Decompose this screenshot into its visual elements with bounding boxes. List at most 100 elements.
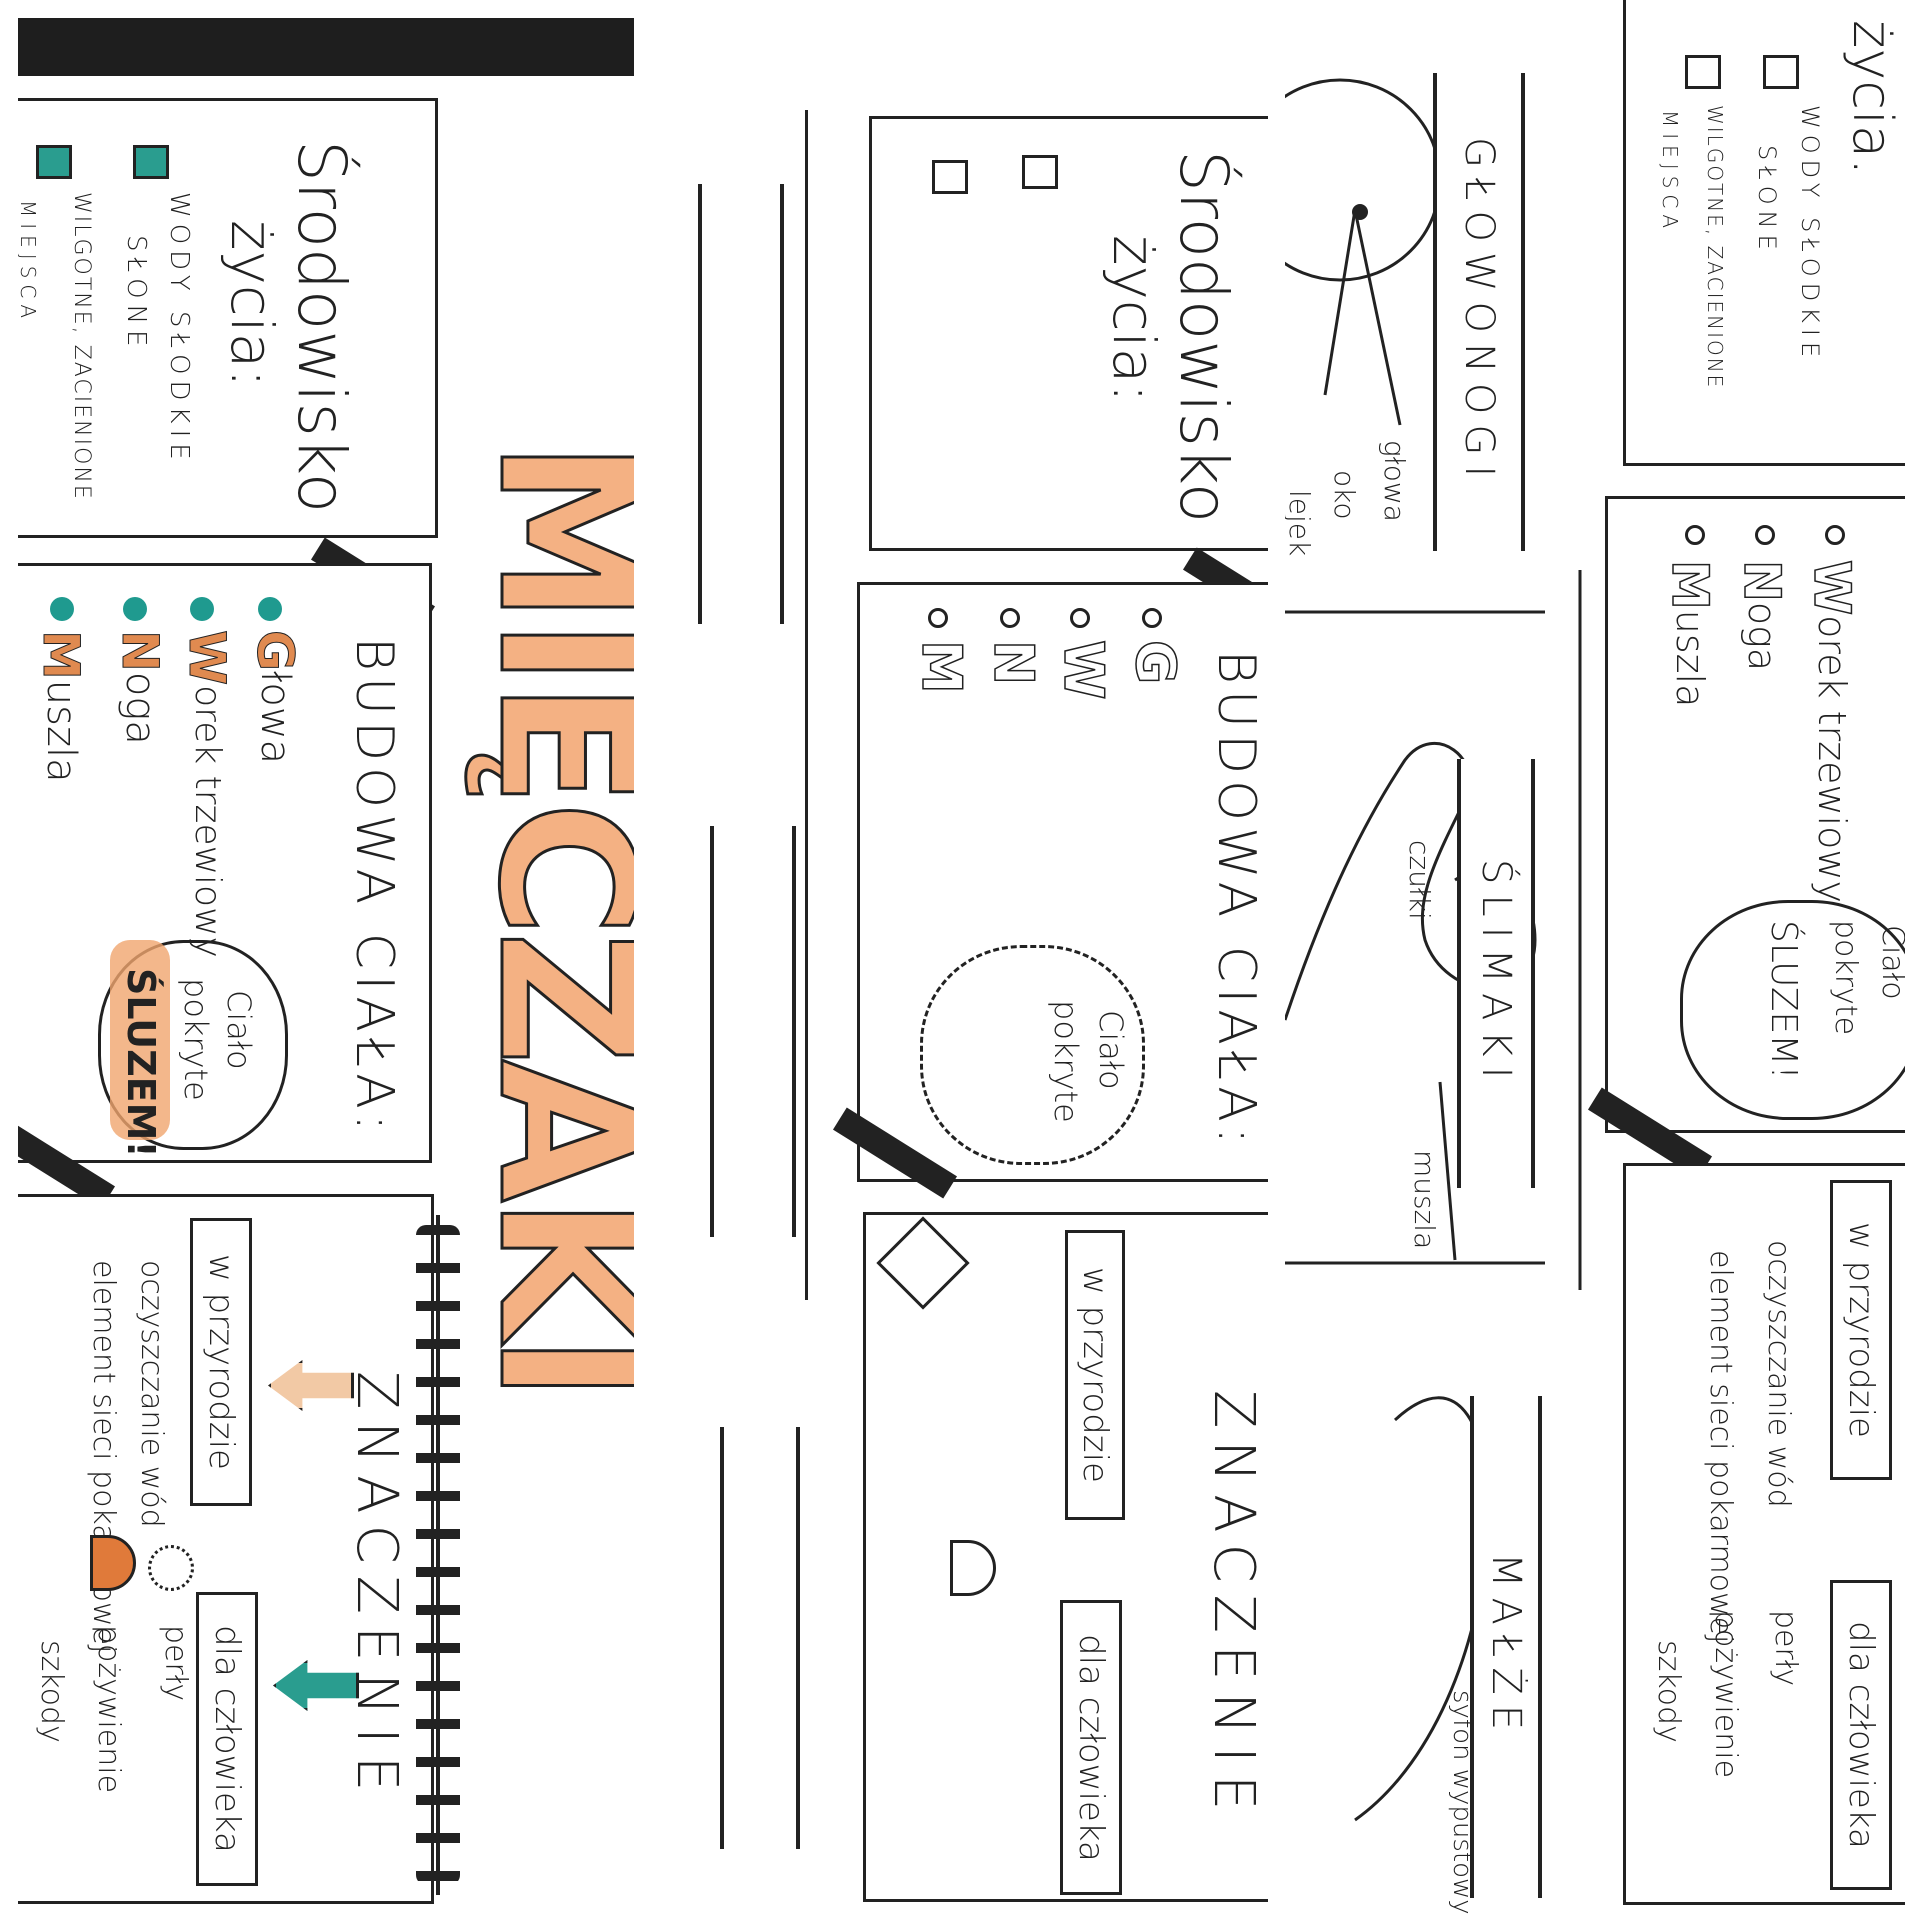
nature-label-text: w przyrodzie	[1841, 1222, 1881, 1438]
human-label: dla człowieka	[1060, 1600, 1122, 1895]
group-name: MAŁŻE	[1483, 1553, 1529, 1741]
cloud-text: ŚLUZEM!	[119, 968, 163, 1158]
importance-title: ZNACZENIE	[344, 1371, 409, 1804]
bullet-icon	[258, 597, 282, 621]
frame-line	[805, 110, 808, 1300]
drawing-label: czułki	[1403, 840, 1436, 920]
black-top-bar	[18, 18, 634, 76]
banner-malze: MAŁŻE	[1470, 1396, 1542, 1898]
checkbox-checked-icon[interactable]	[133, 145, 169, 179]
bullet-icon	[1685, 525, 1705, 545]
body-item-letter: W	[1802, 559, 1862, 616]
body-item-text: uszla	[38, 679, 84, 783]
habitat-item: WILGOTNE, ZACIENIONE	[69, 192, 94, 501]
bullet-icon	[1755, 525, 1775, 545]
human-item: szkody	[1651, 1640, 1686, 1743]
checkbox-empty-icon[interactable]	[1022, 155, 1058, 189]
body-item-text: orek trzewiowy	[187, 685, 228, 958]
bullet-icon	[1142, 608, 1162, 628]
habitat-subtitle: życia:	[218, 220, 286, 388]
cloud-shape	[1680, 900, 1905, 1120]
drawing-label: oko	[1328, 470, 1361, 520]
nature-label: w przyrodzie	[1065, 1230, 1125, 1520]
banner-blank	[698, 184, 784, 624]
drawing-label: głowa	[1378, 440, 1411, 522]
cloud-text: Ciało	[1092, 1010, 1130, 1090]
bullet-icon	[1825, 525, 1845, 545]
nature-item: element sieci pokarmowej	[86, 1260, 121, 1654]
habitat-item: SŁONE	[121, 235, 151, 353]
habitat-item: MIEJSCA	[18, 200, 40, 325]
bullet-icon	[190, 597, 214, 621]
banner-slimaki: ŚLIMAKI	[1457, 759, 1535, 1188]
body-item: Noga	[111, 630, 170, 745]
group-name: GŁOWONOGI	[1456, 136, 1502, 488]
cloud-text: Ciało	[220, 990, 258, 1070]
checkbox-checked-icon[interactable]	[1763, 55, 1799, 89]
cloud-shape	[98, 940, 288, 1150]
body-item-letter: W	[178, 629, 237, 686]
habitat-item: SŁONE	[1753, 145, 1781, 256]
body-item-letter: M	[32, 630, 91, 681]
habitat-item: MIEJSCA	[1658, 110, 1682, 235]
nature-label: w przyrodzie	[190, 1218, 252, 1506]
spiral-binding	[416, 1225, 460, 1885]
drawing-label: muszla	[1408, 1150, 1441, 1250]
bullet-icon	[123, 597, 147, 621]
nature-item: oczyszczanie wód	[134, 1260, 169, 1528]
human-label-text: dla człowieka	[1841, 1621, 1881, 1849]
habitat-title: Środowisko	[1165, 150, 1242, 524]
bullet-icon	[1070, 608, 1090, 628]
cloud-text: Ciało	[1875, 925, 1905, 1000]
human-label-text: dla człowieka	[1071, 1633, 1111, 1862]
habitat-box	[18, 98, 438, 538]
human-item: perły	[158, 1625, 193, 1702]
banner-blank	[720, 1427, 800, 1849]
main-title: MIĘCZAKI	[457, 439, 635, 1399]
group-name: ŚLIMAKI	[1473, 858, 1519, 1089]
human-item: perły	[1768, 1610, 1803, 1687]
cloud-text: pokryte	[1828, 920, 1863, 1036]
body-letter: M	[909, 639, 974, 694]
human-label-text: dla człowieka	[207, 1625, 247, 1853]
habitat-subtitle: życia:	[1100, 235, 1168, 403]
nature-item: oczyszczanie wód	[1761, 1240, 1796, 1508]
body-letter: G	[1123, 639, 1188, 685]
nature-label-text: w przyrodzie	[201, 1254, 241, 1470]
body-item: Muszla	[1660, 559, 1720, 707]
drawing-label: syfon wypustowy	[1447, 1690, 1477, 1915]
food-bowl-icon	[950, 1540, 996, 1596]
body-letter: W	[1051, 639, 1116, 700]
food-bowl-icon	[90, 1535, 136, 1591]
checkbox-checked-icon[interactable]	[36, 145, 72, 179]
body-item-text: oga	[117, 671, 163, 745]
body-item-letter: N	[111, 630, 170, 673]
pearl-necklace-icon	[148, 1545, 194, 1591]
body-item-text: oga	[1740, 601, 1784, 672]
body-letter: N	[981, 639, 1046, 686]
human-item: pożywienie	[91, 1625, 126, 1794]
body-item-letter: N	[1732, 559, 1792, 602]
cloud-text: pokryte	[1047, 1000, 1085, 1123]
human-label: dla człowieka	[1830, 1580, 1892, 1890]
habitat-item: WILGOTNE, ZACIENIONE	[1703, 105, 1727, 390]
bullet-icon	[928, 608, 948, 628]
cloud-shape	[920, 945, 1145, 1165]
banner-blank	[710, 826, 796, 1237]
bullet-icon	[1000, 608, 1020, 628]
checkbox-empty-icon[interactable]	[932, 160, 968, 194]
body-item-letter: M	[1660, 559, 1720, 610]
bullet-icon	[50, 597, 74, 621]
body-title: BUDOWA CIAŁA:	[1206, 650, 1266, 1151]
checkbox-checked-icon[interactable]	[1685, 55, 1721, 89]
body-item-text: orek trzewiowy	[1810, 615, 1854, 903]
importance-title: ZNACZENIE	[1201, 1390, 1266, 1823]
habitat-subtitle: życia.	[1841, 20, 1904, 176]
habitat-item: WODY SŁODKIE	[164, 192, 194, 466]
body-title: BUDOWA CIAŁA:	[344, 637, 404, 1138]
nature-item: element sieci pokarmowej	[1703, 1250, 1738, 1644]
drawing-label: lejek	[1285, 490, 1316, 557]
worksheet-drawings: GŁOWONOGI głowa oko lejek ŚLIMAKI czułki…	[1285, 0, 1905, 1920]
cloud-text: ŚLUZEM!	[1763, 920, 1804, 1080]
banner-glowonogi: GŁOWONOGI	[1433, 73, 1525, 551]
